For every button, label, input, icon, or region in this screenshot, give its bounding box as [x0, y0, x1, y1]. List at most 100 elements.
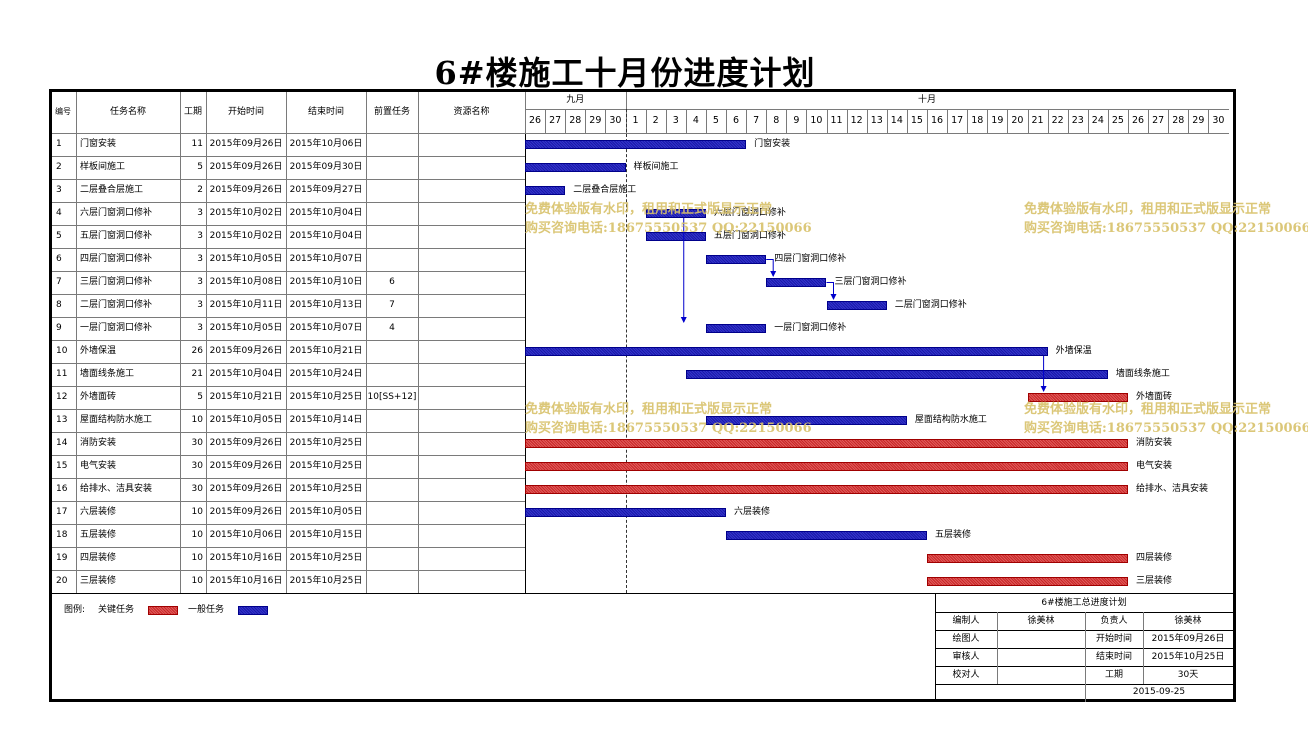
gantt-bar-label: 外墙面砖: [1136, 392, 1173, 402]
cell-res: [418, 524, 525, 547]
cell-name: 二层叠合层施工: [80, 185, 144, 195]
table-header-dur: 工期: [183, 107, 202, 117]
row-divider: [52, 363, 525, 364]
day-divider: [786, 109, 788, 133]
cell-dur: 21: [191, 369, 203, 379]
info-cell: 绘图人: [952, 633, 980, 644]
row-divider: [52, 432, 525, 433]
cell-pred: [366, 156, 418, 179]
cell-res: [418, 248, 525, 271]
cell-end: 2015年10月25日: [289, 576, 363, 586]
day-divider: [1087, 109, 1089, 133]
info-cell: 结束时间: [1095, 651, 1132, 662]
cell-id: 3: [56, 185, 62, 195]
gantt-bar-label: 二层门窗洞口修补: [894, 300, 967, 310]
day-divider: [746, 109, 748, 133]
gantt-bar-label: 四层装修: [1136, 553, 1173, 563]
info-divider: [1085, 684, 1086, 702]
cell-dur: 3: [197, 323, 203, 333]
day-label: 18: [971, 115, 984, 127]
column-divider: [525, 92, 526, 593]
day-label: 17: [951, 115, 964, 127]
gantt-bar: [525, 508, 726, 517]
gantt-bar-label: 电气安装: [1136, 461, 1173, 471]
day-label: 21: [1031, 115, 1044, 127]
day-divider: [1148, 109, 1150, 133]
cell-start: 2015年10月08日: [209, 277, 283, 287]
watermark: 免费体验版有水印，租用和正式版显示正常购买咨询电话:18675550537 QQ…: [525, 401, 812, 439]
cell-dur: 5: [197, 162, 203, 172]
cell-end: 2015年10月06日: [289, 139, 363, 149]
day-label: 13: [870, 115, 883, 127]
cell-id: 9: [56, 323, 62, 333]
cell-res: [418, 340, 525, 363]
cell-id: 4: [56, 208, 62, 218]
watermark: 免费体验版有水印，租用和正式版显示正常购买咨询电话:18675550537 QQ…: [525, 201, 812, 239]
cell-end: 2015年10月25日: [289, 461, 363, 471]
cell-res: [418, 570, 525, 593]
gantt-bar-label: 二层叠合层施工: [573, 185, 637, 195]
cell-dur: 10: [191, 530, 203, 540]
cell-name: 给排水、洁具安装: [80, 484, 153, 494]
row-divider: [52, 455, 525, 456]
cell-name: 样板间施工: [80, 162, 126, 172]
gantt-bar-label: 三层装修: [1136, 576, 1173, 586]
cell-name: 二层门窗洞口修补: [80, 300, 153, 310]
info-cell: 工期: [1104, 669, 1123, 680]
table-header-id: 编号: [55, 107, 71, 117]
cell-start: 2015年09月26日: [209, 185, 283, 195]
cell-end: 2015年10月07日: [289, 323, 363, 333]
month-label: 十月: [917, 95, 936, 105]
day-divider: [947, 109, 949, 133]
gantt-bar-label: 四层门窗洞口修补: [774, 254, 847, 264]
cell-start: 2015年10月16日: [209, 576, 283, 586]
gantt-bar-label: 外墙保温: [1055, 346, 1092, 356]
cell-res: [418, 363, 525, 386]
cell-dur: 3: [197, 208, 203, 218]
page-title: 6#楼施工十月份进度计划: [434, 54, 816, 92]
info-divider: [1085, 612, 1086, 684]
day-label: 29: [589, 115, 602, 127]
cell-pred: 4: [389, 323, 395, 333]
info-cell: 徐美林: [1174, 615, 1202, 626]
day-divider: [967, 109, 969, 133]
info-divider: [935, 648, 1233, 649]
cell-end: 2015年10月24日: [289, 369, 363, 379]
gantt-bar: [525, 485, 1128, 494]
cell-end: 2015年10月21日: [289, 346, 363, 356]
cell-dur: 3: [197, 300, 203, 310]
cell-id: 1: [56, 139, 62, 149]
cell-id: 18: [56, 530, 68, 540]
cell-pred: [366, 133, 418, 156]
gantt-bar: [927, 554, 1128, 563]
table-header-end: 结束时间: [307, 107, 344, 117]
table-header-pred: 前置任务: [373, 107, 410, 117]
cell-start: 2015年10月05日: [209, 254, 283, 264]
column-divider: [206, 92, 207, 593]
row-divider: [52, 409, 525, 410]
cell-dur: 30: [191, 438, 203, 448]
cell-id: 12: [56, 392, 68, 402]
watermark-line: 购买咨询电话:18675550537 QQ:22150066: [1024, 220, 1308, 236]
cell-end: 2015年10月25日: [289, 484, 363, 494]
cell-name: 门窗安装: [80, 139, 117, 149]
day-divider: [1107, 109, 1109, 133]
info-cell: 徐美林: [1027, 615, 1055, 626]
info-divider: [935, 612, 1233, 613]
info-cell: 编制人: [952, 615, 980, 626]
day-label: 15: [910, 115, 923, 127]
cell-start: 2015年09月26日: [209, 346, 283, 356]
day-divider: [585, 109, 587, 133]
cell-id: 17: [56, 507, 68, 517]
legend-general-label: 一般任务: [188, 604, 225, 615]
